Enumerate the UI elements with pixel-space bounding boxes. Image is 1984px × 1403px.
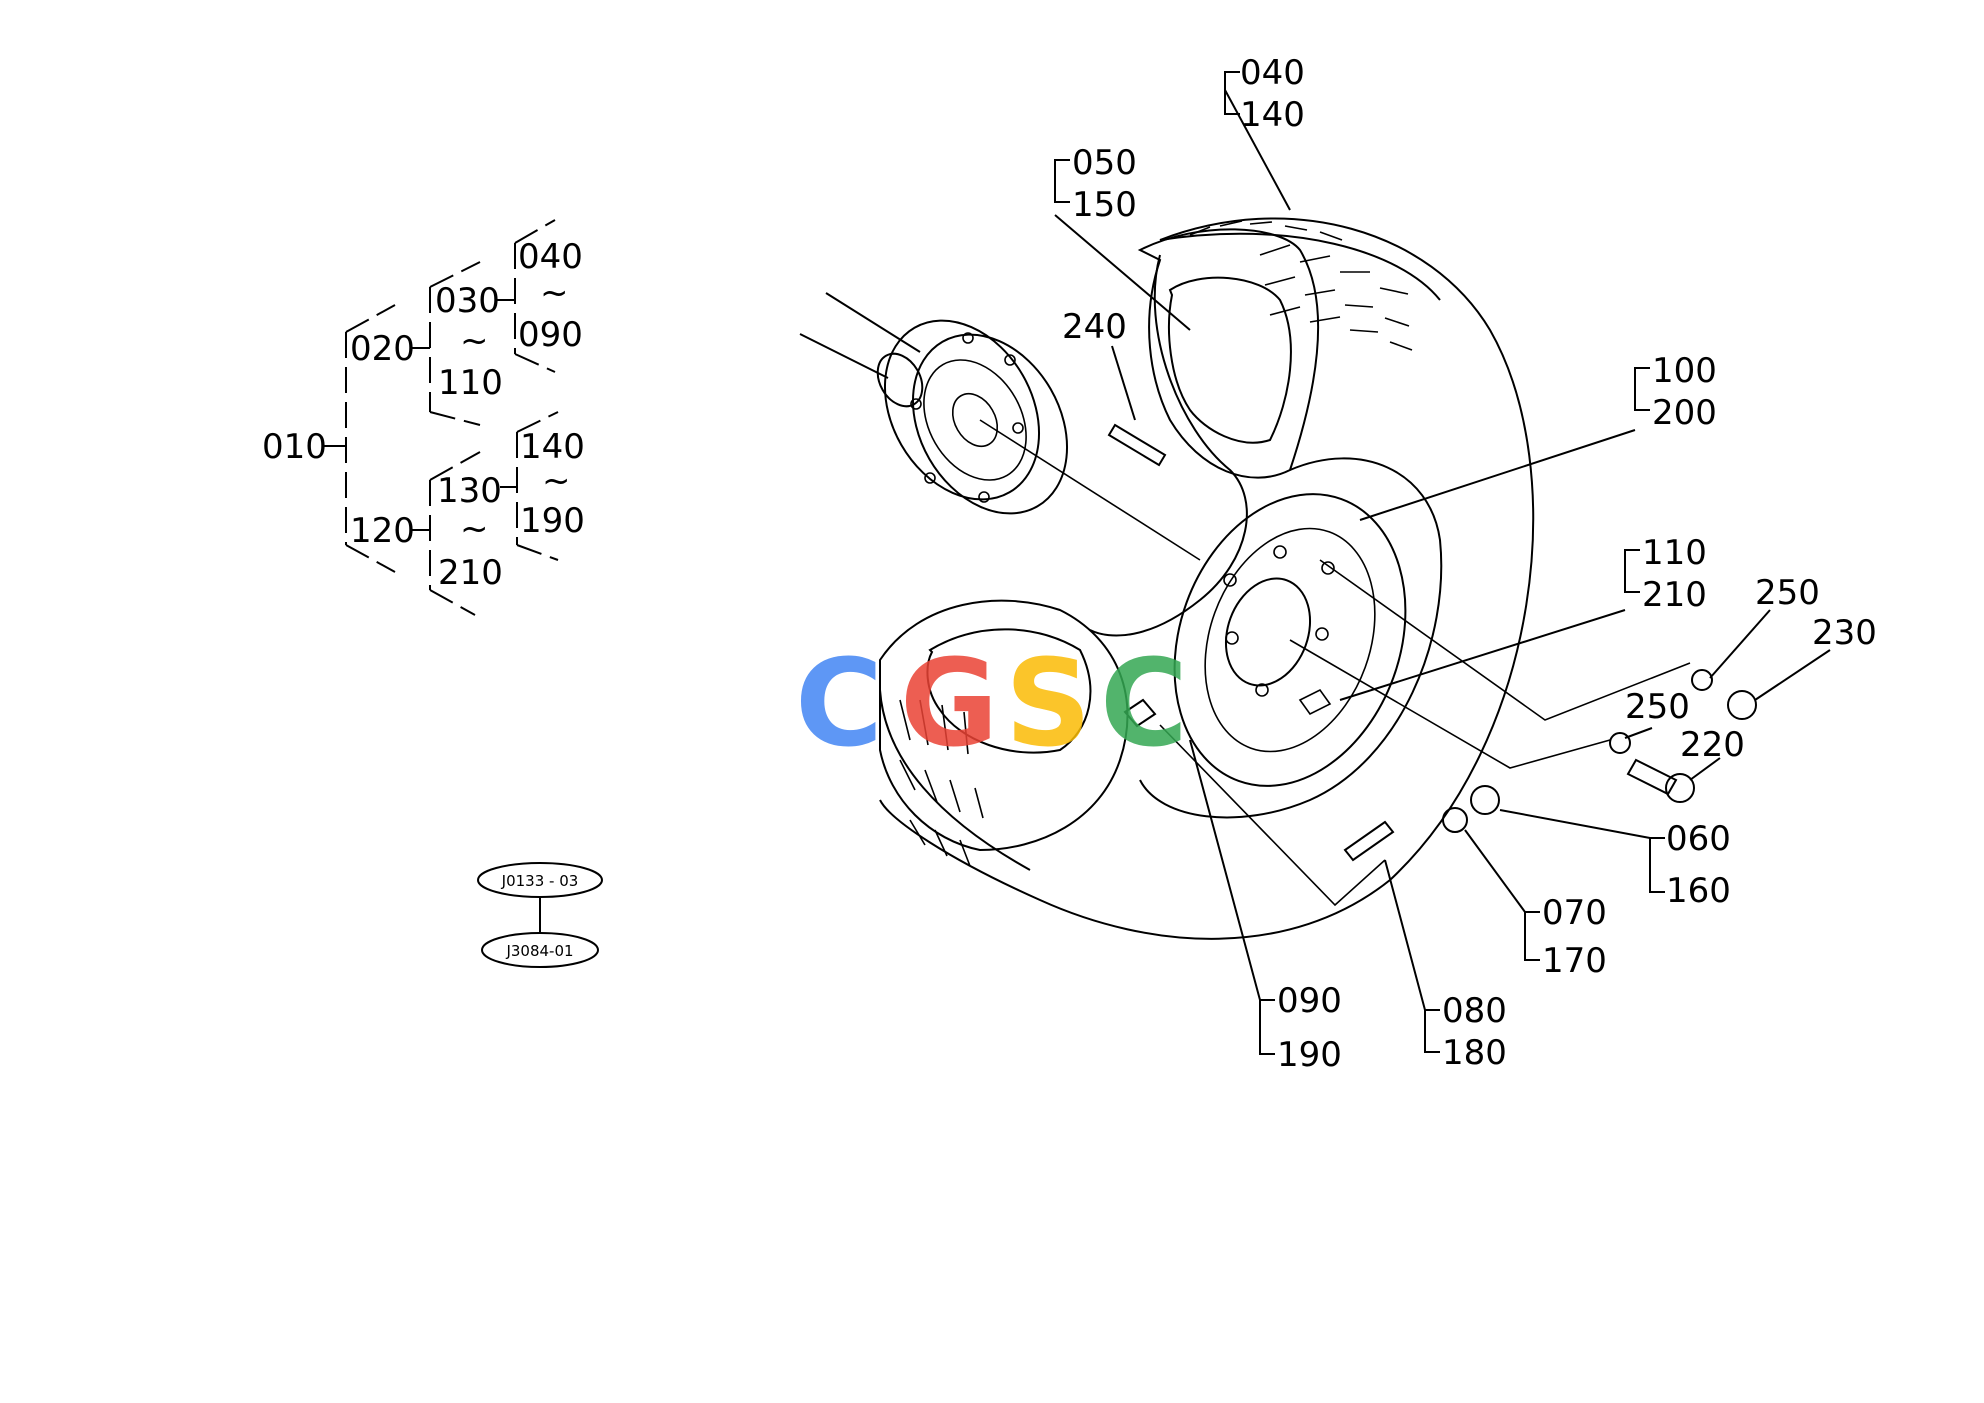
ref-code-bottom: J3084-01 [505,942,573,960]
callout-250-lower: 250 [1625,687,1690,727]
tire-assembly [879,217,1757,940]
tree-tilde-3: ~ [540,273,569,313]
callout-180: 180 [1442,1033,1507,1073]
axle-hub [799,292,1201,561]
callout-040: 040 [1240,53,1305,93]
tree-item-120: 120 [350,511,415,551]
reference-codes: J0133 - 03 J3084-01 [477,862,603,968]
callout-240: 240 [1062,307,1127,347]
callout-220: 220 [1680,725,1745,765]
tree-item-110: 110 [438,363,503,403]
callout-080: 080 [1442,991,1507,1031]
callout-070: 070 [1542,893,1607,933]
assembly-tree: 010 020 120 030 ~ 110 130 ~ 210 040 ~ 09… [262,219,585,616]
callout-100: 100 [1652,351,1717,391]
callout-090: 090 [1277,981,1342,1021]
tree-item-020: 020 [350,329,415,369]
callout-200: 200 [1652,393,1717,433]
callout-060: 060 [1666,819,1731,859]
watermark-letter-4: C [1100,635,1188,774]
tree-item-190: 190 [520,501,585,541]
tree-item-090: 090 [518,315,583,355]
callout-210: 210 [1642,575,1707,615]
tree-item-130: 130 [437,471,502,511]
tree-tilde-2: ~ [460,509,489,549]
watermark-letter-1: C [795,635,883,774]
tree-tilde-4: ~ [542,461,571,501]
ref-code-top: J0133 - 03 [501,872,579,890]
tree-item-140: 140 [520,427,585,467]
callout-050: 050 [1072,143,1137,183]
callout-250-upper: 250 [1755,573,1820,613]
callout-190: 190 [1277,1035,1342,1075]
tree-root-label: 010 [262,427,327,467]
tree-item-210: 210 [438,553,503,593]
callout-230: 230 [1812,613,1877,653]
tree-item-030: 030 [435,281,500,321]
callouts: 040 140 050 150 240 100 200 110 210 250 … [1054,53,1877,1075]
tree-item-040: 040 [518,237,583,277]
tree-tilde-1: ~ [460,321,489,361]
watermark-letter-3: S [1005,635,1091,774]
callout-140: 140 [1240,95,1305,135]
callout-150: 150 [1072,185,1137,225]
callout-160: 160 [1666,871,1731,911]
watermark-logo: C G S C [795,635,1188,774]
callout-170: 170 [1542,941,1607,981]
watermark-letter-2: G [900,635,999,774]
callout-110: 110 [1642,533,1707,573]
